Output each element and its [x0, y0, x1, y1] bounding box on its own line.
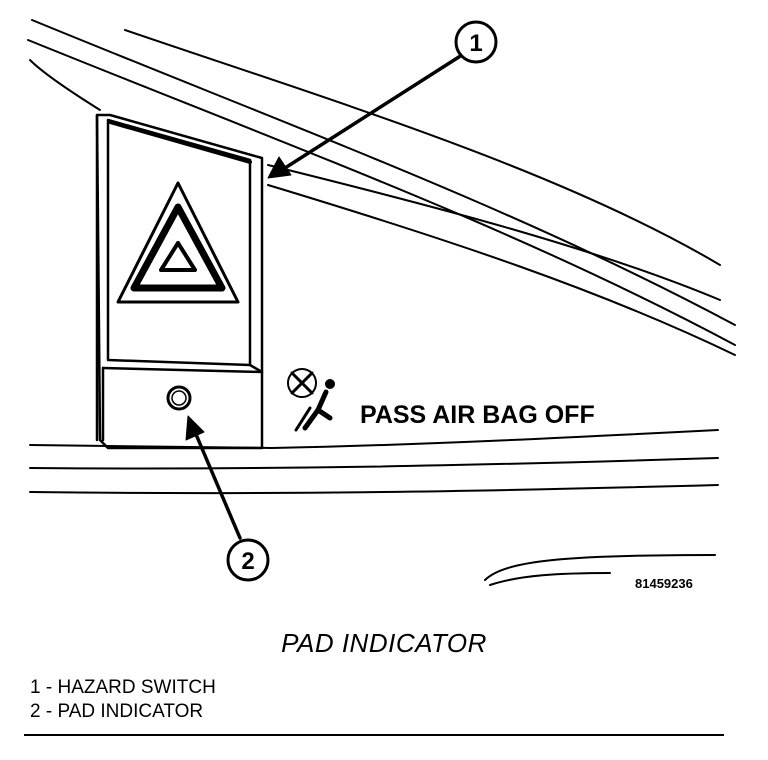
arrowhead-2: [185, 415, 205, 441]
pass-air-bag-off-label: PASS AIR BAG OFF: [360, 401, 595, 429]
hazard-triangle-icon: [116, 181, 240, 304]
legend-item: 2 - PAD INDICATOR: [30, 700, 216, 724]
legend-label: PAD INDICATOR: [57, 701, 204, 722]
legend-sep: -: [45, 677, 53, 698]
callout-circle-1: [454, 20, 498, 64]
callout-arrows: [193, 53, 464, 540]
hazard-switch-housing: [95, 113, 264, 450]
callout-number-1: 1: [469, 30, 482, 57]
dash-contour-lines: [27, 19, 736, 586]
legend-item: 1 - HAZARD SWITCH: [30, 676, 216, 700]
bottom-rule: [24, 734, 724, 736]
callout-arrow-2: [193, 430, 242, 540]
legend: 1 - HAZARD SWITCH 2 - PAD INDICATOR: [30, 676, 216, 724]
figure-id: 81459236: [635, 576, 693, 591]
legend-sep: -: [45, 701, 53, 722]
arrowhead-1: [267, 156, 292, 179]
legend-label: HAZARD SWITCH: [57, 677, 216, 698]
pad-indicator-diagram: 1 2 PASS AIR BAG OFF 81459236: [27, 19, 736, 591]
callout-arrow-1: [283, 53, 464, 170]
pad-indicator-lamp-icon: [166, 385, 192, 411]
legend-number: 2: [30, 701, 41, 722]
airbag-off-icon: [287, 368, 335, 432]
callout-circle-2: [226, 538, 270, 582]
callout-number-2: 2: [241, 548, 254, 575]
figure-caption: PAD INDICATOR: [281, 628, 487, 658]
legend-number: 1: [30, 677, 41, 698]
